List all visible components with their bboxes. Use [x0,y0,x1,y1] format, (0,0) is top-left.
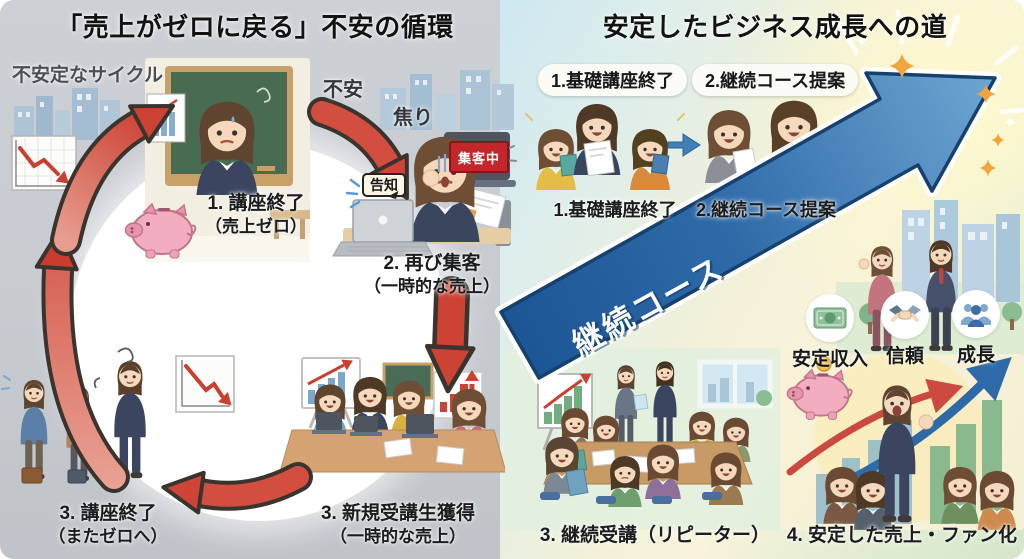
sunburst-and-sparkles [837,9,1024,177]
classroom-scene [145,58,310,262]
anxiety-label: 不安 [323,79,363,101]
step3-line2: （一時的な売上） [330,527,466,547]
benefit-label: 成長 [956,345,995,366]
city-and-partners [858,200,1022,352]
leaving-students-scene [1,347,235,484]
worried-teacher [195,100,259,195]
people-icon [952,290,1000,338]
step1-line2: （売上ゼロ） [205,217,307,237]
meeting-scene [279,357,507,473]
step3-line1: 3. 新規受講生獲得 [320,503,476,524]
cycle-arrows [34,88,473,515]
stable-growth-scene [780,340,1024,530]
city-buildings-right [380,70,514,130]
stressed-marketing-scene [332,132,517,257]
group-label-basic: 1.基礎講座終了 [553,200,677,220]
benefit-stable-income: 安定収入 [786,294,874,371]
sweat-drop [231,116,235,123]
benefit-label: 信頼 [885,346,924,367]
laptop-banner: 集客中 [449,141,509,173]
impatience-label: 焦り [393,107,433,129]
group-label-proposal: 2.継続コース提案 [695,200,837,220]
step4-line1: 3. 講座終了 [59,503,157,524]
benefit-label: 安定収入 [791,349,868,370]
repeat-class-scene [537,359,773,507]
step3-label: 3. 新規受講生獲得 （一時的な売上） [302,502,494,548]
step4-line2: （またゼロへ） [48,527,168,547]
basic-course-group [525,103,685,190]
step1-line1: 1. 講座終了 [207,193,305,214]
next-step-arrow-icon [667,133,701,157]
emphasis-dashes [345,178,361,209]
step1-label: 1. 講座終了 （売上ゼロ） [168,192,344,238]
tornado-doodle [256,87,271,103]
step2-line2: （一時的な売上） [364,277,500,297]
step2-label: 2. 再び集客 （一時的な売上） [352,252,512,298]
announce-bubble: 告知 [362,173,406,197]
right-title: 安定したビジネス成長への道 [602,12,948,42]
left-title: 「売上がゼロに戻る」不安の循環 [56,12,454,42]
coin-icon [816,356,832,372]
laptop-front [332,199,434,257]
benefit-trust: 信頼 [872,291,938,368]
growth-arrow [495,67,1001,384]
benefit-growth: 成長 [940,290,1012,367]
step2-line1: 2. 再び集客 [383,253,481,274]
decline-chart-icon [11,135,77,191]
step3-right-label: 3. 継続受講（リピーター） [539,525,771,546]
unstable-cycle-label: 不安定なサイクル [12,65,164,86]
step4-label: 3. 講座終了 （またゼロへ） [26,502,190,548]
step4-right-label: 4. 安定した売上・ファン化 [786,525,1018,546]
money-icon [806,294,854,342]
handshake-icon [881,291,929,339]
badge-continuation-proposal: 2.継続コース提案 [692,64,859,96]
badge-basic-course: 1.基礎講座終了 [538,64,688,96]
